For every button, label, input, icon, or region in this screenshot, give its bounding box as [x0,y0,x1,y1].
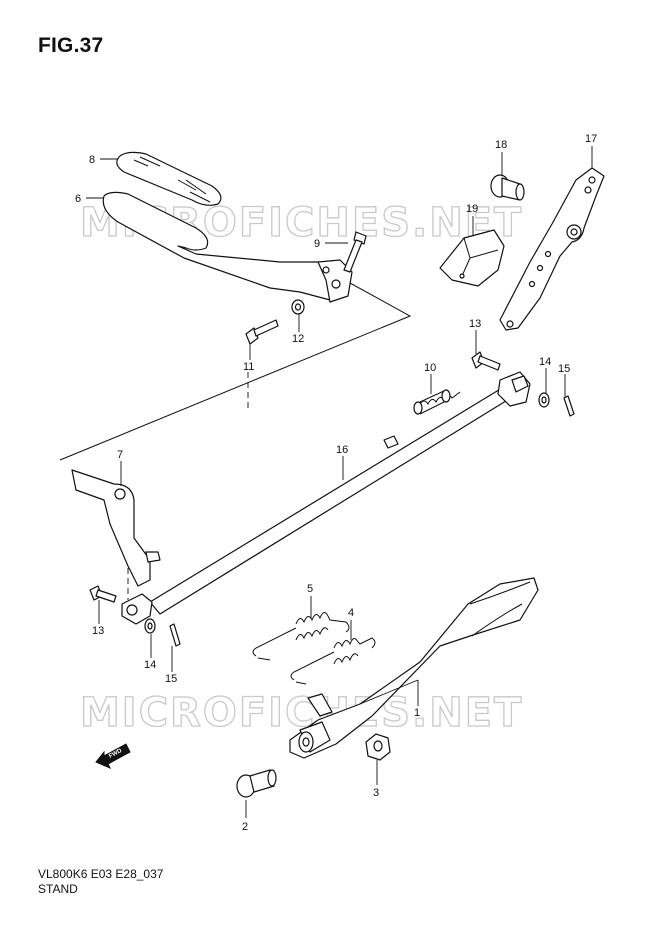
nut-12[interactable] [291,299,305,315]
washer-14-right[interactable] [538,392,550,408]
callout-5: 5 [307,583,313,595]
stand-shaft-16[interactable] [121,371,531,625]
cotter-pin-15-right[interactable] [563,395,575,417]
callout-3: 3 [373,787,379,799]
pedal-arm[interactable] [102,191,353,303]
spring-5[interactable] [252,612,350,661]
callout-10: 10 [424,362,436,374]
figure-name: STAND [38,882,78,896]
callout-14-right: 14 [539,356,551,368]
callout-15-right: 15 [558,363,570,375]
figure-title: FIG.37 [38,34,104,57]
callout-14-left: 14 [144,659,156,671]
callout-11: 11 [243,361,254,373]
bolt-9[interactable] [343,231,367,273]
pedal-rubber[interactable] [116,151,222,206]
callout-18: 18 [495,139,507,151]
callout-9: 9 [314,238,320,250]
callout-16: 16 [336,444,348,456]
fwd-arrow: FWD [95,743,131,769]
callout-4: 4 [348,607,354,619]
cotter-pin-15-left[interactable] [169,623,181,647]
callout-19: 19 [466,203,478,215]
spring-4[interactable] [290,637,376,685]
reference-line [59,282,412,461]
pedal-arm-hole [331,279,341,289]
callout-15-left: 15 [165,673,177,685]
callout-13-top: 13 [469,318,481,330]
callout-17: 17 [585,133,597,145]
pin-18[interactable] [490,174,525,201]
callout-2: 2 [242,821,248,833]
link-arm-17[interactable] [499,167,605,331]
callout-8: 8 [89,154,95,166]
callout-13-left: 13 [92,625,104,637]
figure-code: VL800K6 E03 E28_037 [38,867,164,881]
bolt-13-top[interactable] [471,351,501,371]
pivot-bolt-2[interactable] [236,769,277,798]
leader-1b [359,679,419,705]
callout-1: 1 [414,707,420,719]
callout-12: 12 [292,333,304,345]
cover-19[interactable] [439,229,505,287]
callout-6: 6 [75,193,81,205]
bolt-11[interactable] [245,319,279,345]
callout-7: 7 [117,449,123,461]
watermark-bottom: MICROFICHES.NET [80,690,523,736]
bolt-13-left[interactable] [89,585,117,603]
nut-3[interactable] [365,733,391,761]
washer-14-left[interactable] [144,618,156,634]
side-stand-1[interactable] [289,577,539,759]
spring-10[interactable] [413,389,461,415]
pedal-arm-hole [322,266,330,274]
lever-arm-7[interactable] [71,469,161,587]
